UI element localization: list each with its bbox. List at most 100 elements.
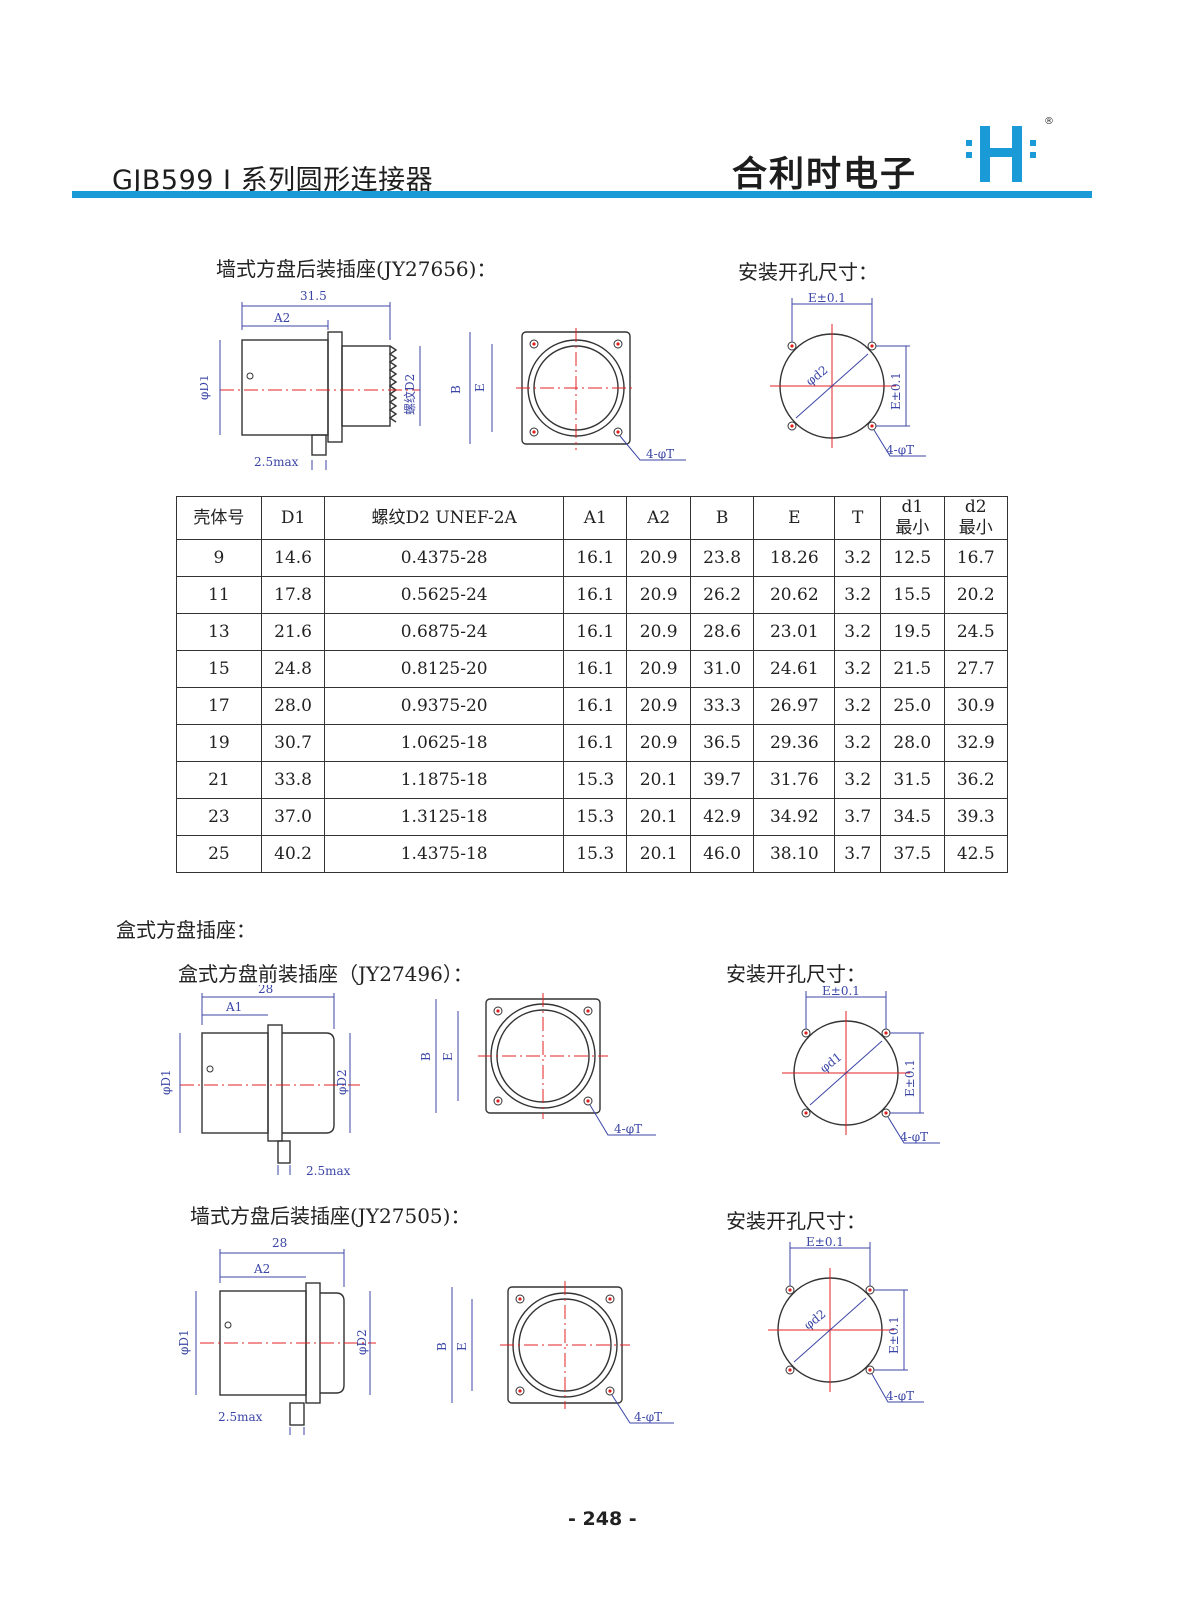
registered-mark: ® bbox=[1044, 116, 1054, 127]
dim-d2: φD2 bbox=[335, 1069, 349, 1095]
table-cell: 37.0 bbox=[260, 798, 326, 836]
dim-holes: 4-φT bbox=[900, 1130, 928, 1144]
table-cell: 20.62 bbox=[753, 576, 836, 614]
table-cell: 17.8 bbox=[260, 576, 326, 614]
dim-e: E bbox=[455, 1342, 469, 1351]
table-cell: 3.2 bbox=[834, 761, 882, 799]
table-cell: 16.1 bbox=[563, 613, 628, 651]
table-cell: 46.0 bbox=[689, 835, 755, 873]
table-cell: 24.61 bbox=[753, 650, 836, 688]
table-cell: 24.8 bbox=[260, 650, 326, 688]
table-cell: 0.5625-24 bbox=[324, 576, 565, 614]
dim-hole-diameter: φd2 bbox=[801, 1307, 828, 1333]
table-cell: 38.10 bbox=[753, 835, 836, 873]
table-cell: 16.7 bbox=[943, 539, 1009, 577]
table-cell: 11 bbox=[176, 576, 262, 614]
header-rule bbox=[72, 191, 1092, 198]
table-cell: 3.2 bbox=[834, 539, 882, 577]
dim-holes: 4-φT bbox=[886, 1389, 914, 1403]
dim-a2: A2 bbox=[273, 311, 290, 325]
table-header-cell: B bbox=[689, 496, 755, 540]
table-header-cell: T bbox=[834, 496, 882, 540]
dim-e-tolerance: E±0.1 bbox=[806, 1235, 844, 1249]
table-cell: 24.5 bbox=[943, 613, 1009, 651]
dim-e-tolerance: E±0.1 bbox=[822, 985, 860, 998]
table-cell: 21.6 bbox=[260, 613, 326, 651]
dim-hole-diameter: φd1 bbox=[817, 1050, 844, 1076]
table-cell: 3.2 bbox=[834, 650, 882, 688]
table-cell: 30.9 bbox=[943, 687, 1009, 725]
table-cell: 3.7 bbox=[834, 835, 882, 873]
table-cell: 25 bbox=[176, 835, 262, 873]
table-cell: 16.1 bbox=[563, 539, 628, 577]
table-cell: 12.5 bbox=[880, 539, 945, 577]
table-cell: 3.2 bbox=[834, 613, 882, 651]
catalog-title: GJB599 I 系列圆形连接器 bbox=[112, 165, 434, 196]
table-header-cell: 螺纹D2 UNEF-2A bbox=[324, 496, 565, 540]
table-cell: 33.8 bbox=[260, 761, 326, 799]
table-cell: 20.9 bbox=[626, 613, 691, 651]
dim-flange-max: 2.5max bbox=[306, 1164, 351, 1178]
dim-e-tolerance-vertical: E±0.1 bbox=[889, 372, 903, 410]
table-cell: 3.7 bbox=[834, 798, 882, 836]
section1-cutout-heading: 安装开孔尺寸： bbox=[738, 260, 878, 284]
dim-d1: φD1 bbox=[160, 1069, 173, 1095]
table-cell: 15.3 bbox=[563, 835, 628, 873]
dim-b: B bbox=[449, 385, 463, 394]
table-cell: 17 bbox=[176, 687, 262, 725]
brand-name: 合利时电子 bbox=[732, 155, 918, 195]
table-cell: 28.6 bbox=[689, 613, 755, 651]
dim-e: E bbox=[473, 383, 487, 392]
jy27656-cutout-drawing: E±0.1 E±0.1 φd2 4-φT bbox=[770, 291, 926, 457]
table-cell: 20.1 bbox=[626, 761, 691, 799]
dim-e-tolerance-vertical: E±0.1 bbox=[887, 1316, 901, 1354]
table-cell: 1.0625-18 bbox=[324, 724, 565, 762]
table-cell: 31.5 bbox=[880, 761, 945, 799]
table-cell: 21.5 bbox=[880, 650, 945, 688]
table-cell: 19 bbox=[176, 724, 262, 762]
table-cell: 27.7 bbox=[943, 650, 1009, 688]
section2-heading: 盒式方盘插座： bbox=[116, 918, 256, 942]
dim-a2: A2 bbox=[253, 1262, 270, 1276]
section2a-cutout-heading: 安装开孔尺寸： bbox=[726, 962, 866, 986]
dim-holes: 4-φT bbox=[646, 447, 674, 461]
table-cell: 25.0 bbox=[880, 687, 945, 725]
dim-flange-max: 2.5max bbox=[218, 1410, 263, 1424]
table-header-cell: A2 bbox=[626, 496, 691, 540]
table-cell: 29.36 bbox=[753, 724, 836, 762]
table-cell: 26.97 bbox=[753, 687, 836, 725]
table-cell: 36.2 bbox=[943, 761, 1009, 799]
dim-overall-length: 28 bbox=[272, 1236, 287, 1250]
table-cell: 16.1 bbox=[563, 650, 628, 688]
table-cell: 32.9 bbox=[943, 724, 1009, 762]
table-cell: 23.8 bbox=[689, 539, 755, 577]
table-cell: 39.7 bbox=[689, 761, 755, 799]
table-cell: 20.9 bbox=[626, 687, 691, 725]
dim-b: B bbox=[419, 1052, 433, 1061]
table-cell: 40.2 bbox=[260, 835, 326, 873]
dim-holes: 4-φT bbox=[634, 1410, 662, 1424]
table-cell: 33.3 bbox=[689, 687, 755, 725]
table-cell: 20.9 bbox=[626, 724, 691, 762]
table-header-cell: 壳体号 bbox=[176, 496, 262, 540]
dim-a1: A1 bbox=[225, 1000, 242, 1014]
table-cell: 26.2 bbox=[689, 576, 755, 614]
table-cell: 1.4375-18 bbox=[324, 835, 565, 873]
table-cell: 20.9 bbox=[626, 576, 691, 614]
table-cell: 1.1875-18 bbox=[324, 761, 565, 799]
table-cell: 20.9 bbox=[626, 650, 691, 688]
table-cell: 36.5 bbox=[689, 724, 755, 762]
table-cell: 30.7 bbox=[260, 724, 326, 762]
table-cell: 16.1 bbox=[563, 687, 628, 725]
dim-b: B bbox=[435, 1342, 449, 1351]
